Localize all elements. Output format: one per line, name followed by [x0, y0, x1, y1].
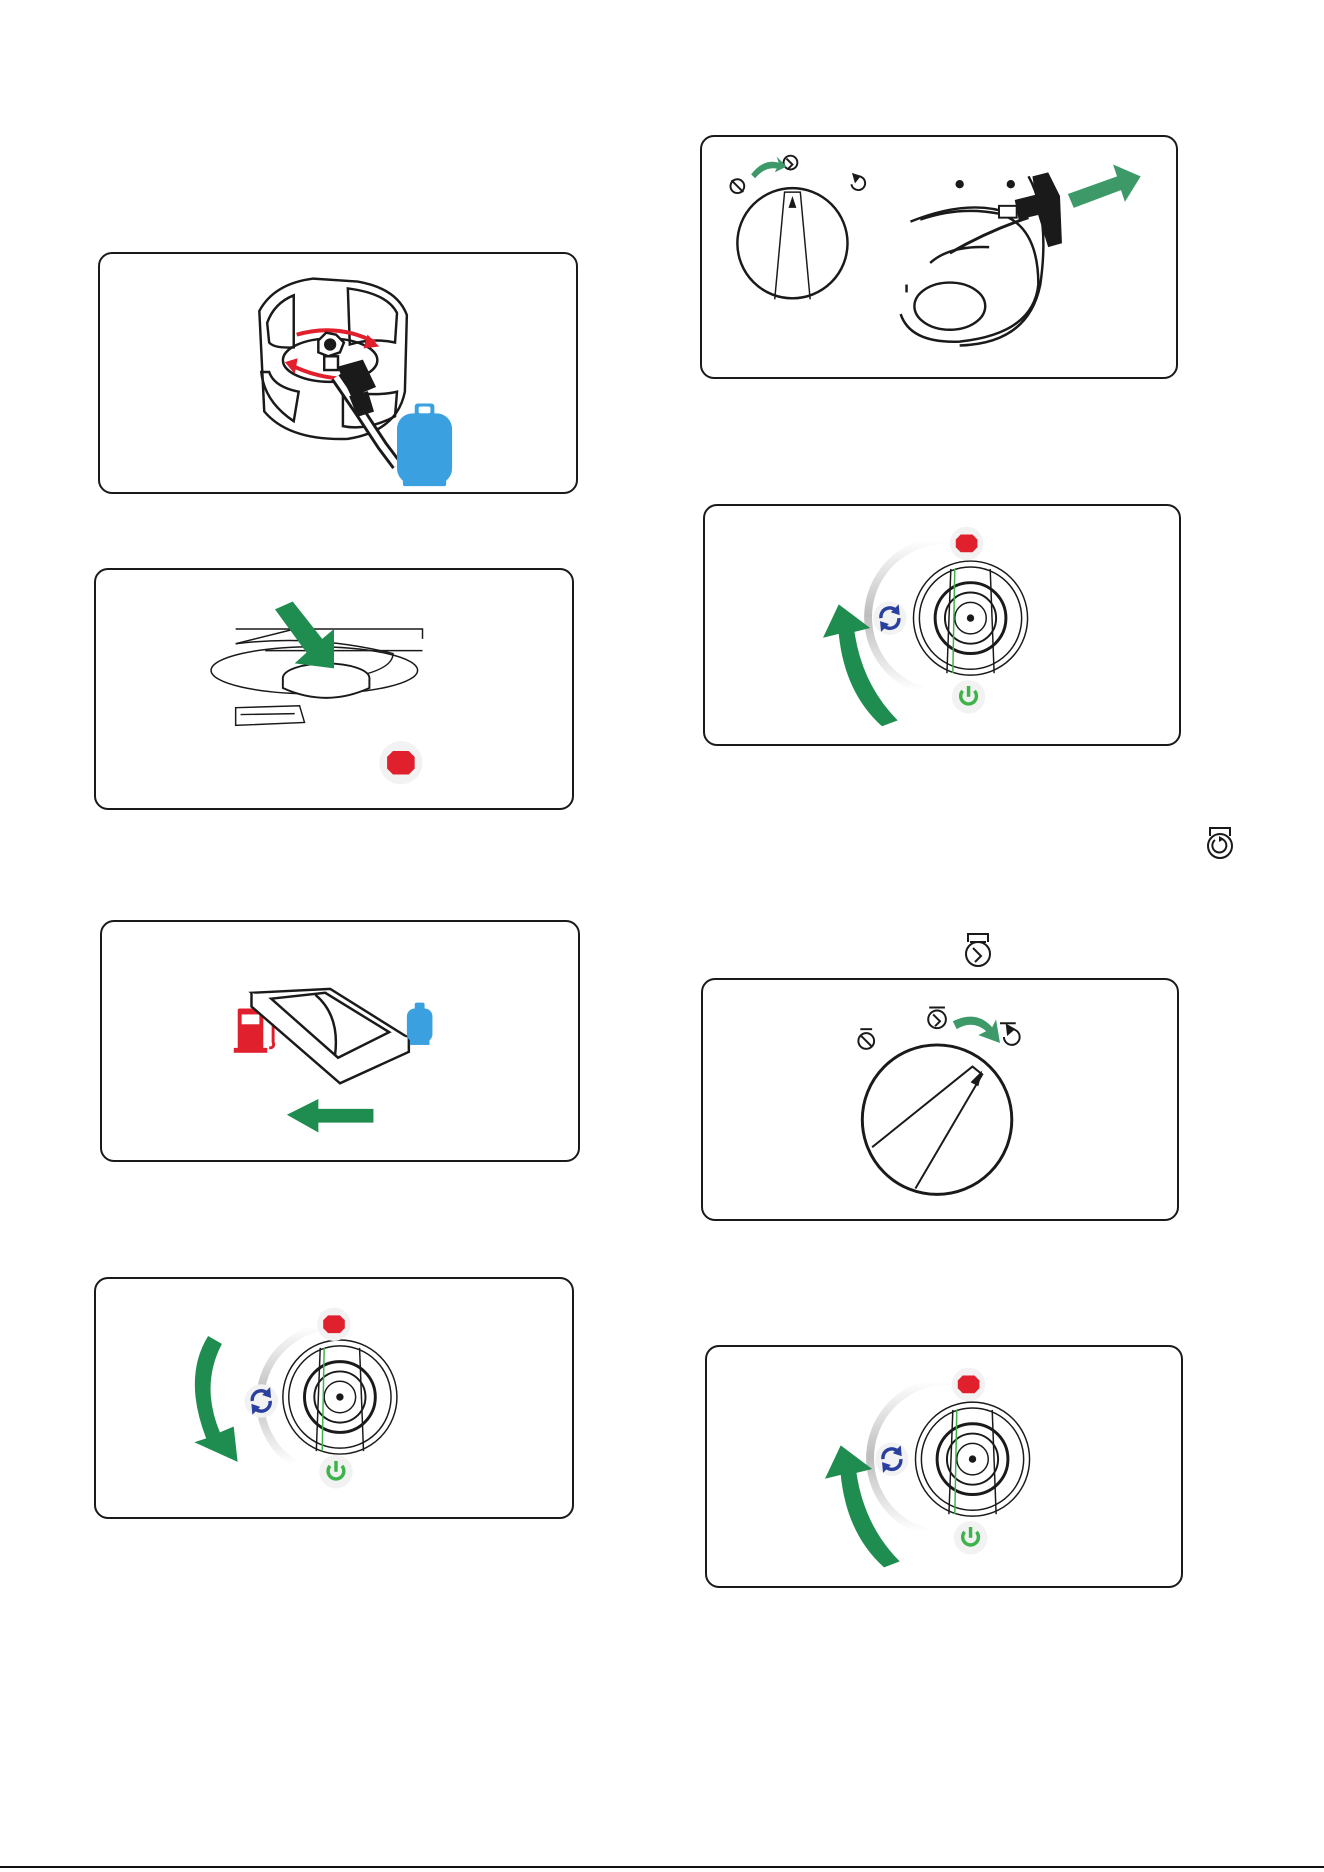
stop-icon — [950, 527, 983, 560]
power-icon — [952, 680, 985, 713]
choke-half-icon — [928, 1008, 946, 1029]
choke-closed-icon — [858, 1029, 874, 1049]
panel-knob-rotate-up-1 — [703, 504, 1181, 746]
refresh-icon — [245, 1384, 278, 1417]
dial-arrow-icon — [953, 1017, 1000, 1043]
rotate-down-arrow-icon — [194, 1336, 237, 1462]
small-plate-icon — [236, 706, 305, 726]
power-icon — [319, 1455, 352, 1488]
choke-closed-icon — [730, 179, 744, 193]
rocker-switch-icon — [251, 989, 408, 1083]
dial-arrow-icon — [751, 157, 786, 179]
stop-icon — [317, 1308, 350, 1341]
choke-dial-icon — [737, 188, 847, 299]
dial-knob-icon — [915, 1402, 1029, 1516]
choke-half-icon — [784, 156, 798, 170]
stop-icon — [952, 1368, 985, 1401]
panel-gas-cylinder-valve — [98, 252, 578, 494]
refresh-icon — [875, 1442, 908, 1475]
panel-fuel-switch — [100, 920, 580, 1162]
panel-press-button — [94, 568, 574, 810]
footer-text-fragment: ... — [880, 1866, 1140, 1872]
dial-knob-icon — [283, 1340, 397, 1454]
dial-knob-icon — [862, 1045, 1011, 1194]
choke-half-icon — [962, 930, 994, 970]
panel-choke-dial — [701, 978, 1179, 1221]
panel-knob-rotate-down — [94, 1277, 574, 1519]
panel-choke-pull — [700, 135, 1178, 379]
gas-cylinder-icon — [397, 403, 452, 486]
panel-knob-rotate-up-2 — [705, 1345, 1183, 1588]
refresh-icon — [873, 601, 906, 634]
gas-cylinder-icon — [407, 1003, 433, 1045]
choke-open-icon — [851, 174, 865, 190]
choke-open-icon — [1000, 1023, 1020, 1045]
dial-knob-icon — [913, 561, 1027, 675]
press-arrow-icon — [275, 601, 334, 668]
primer-button-icon — [283, 663, 370, 697]
power-icon — [954, 1521, 987, 1554]
pull-handle-icon — [950, 172, 1062, 253]
stop-icon — [379, 741, 422, 784]
choke-open-icon — [1204, 824, 1236, 862]
pull-arrow-icon — [1068, 165, 1141, 208]
left-arrow-icon — [287, 1099, 374, 1132]
